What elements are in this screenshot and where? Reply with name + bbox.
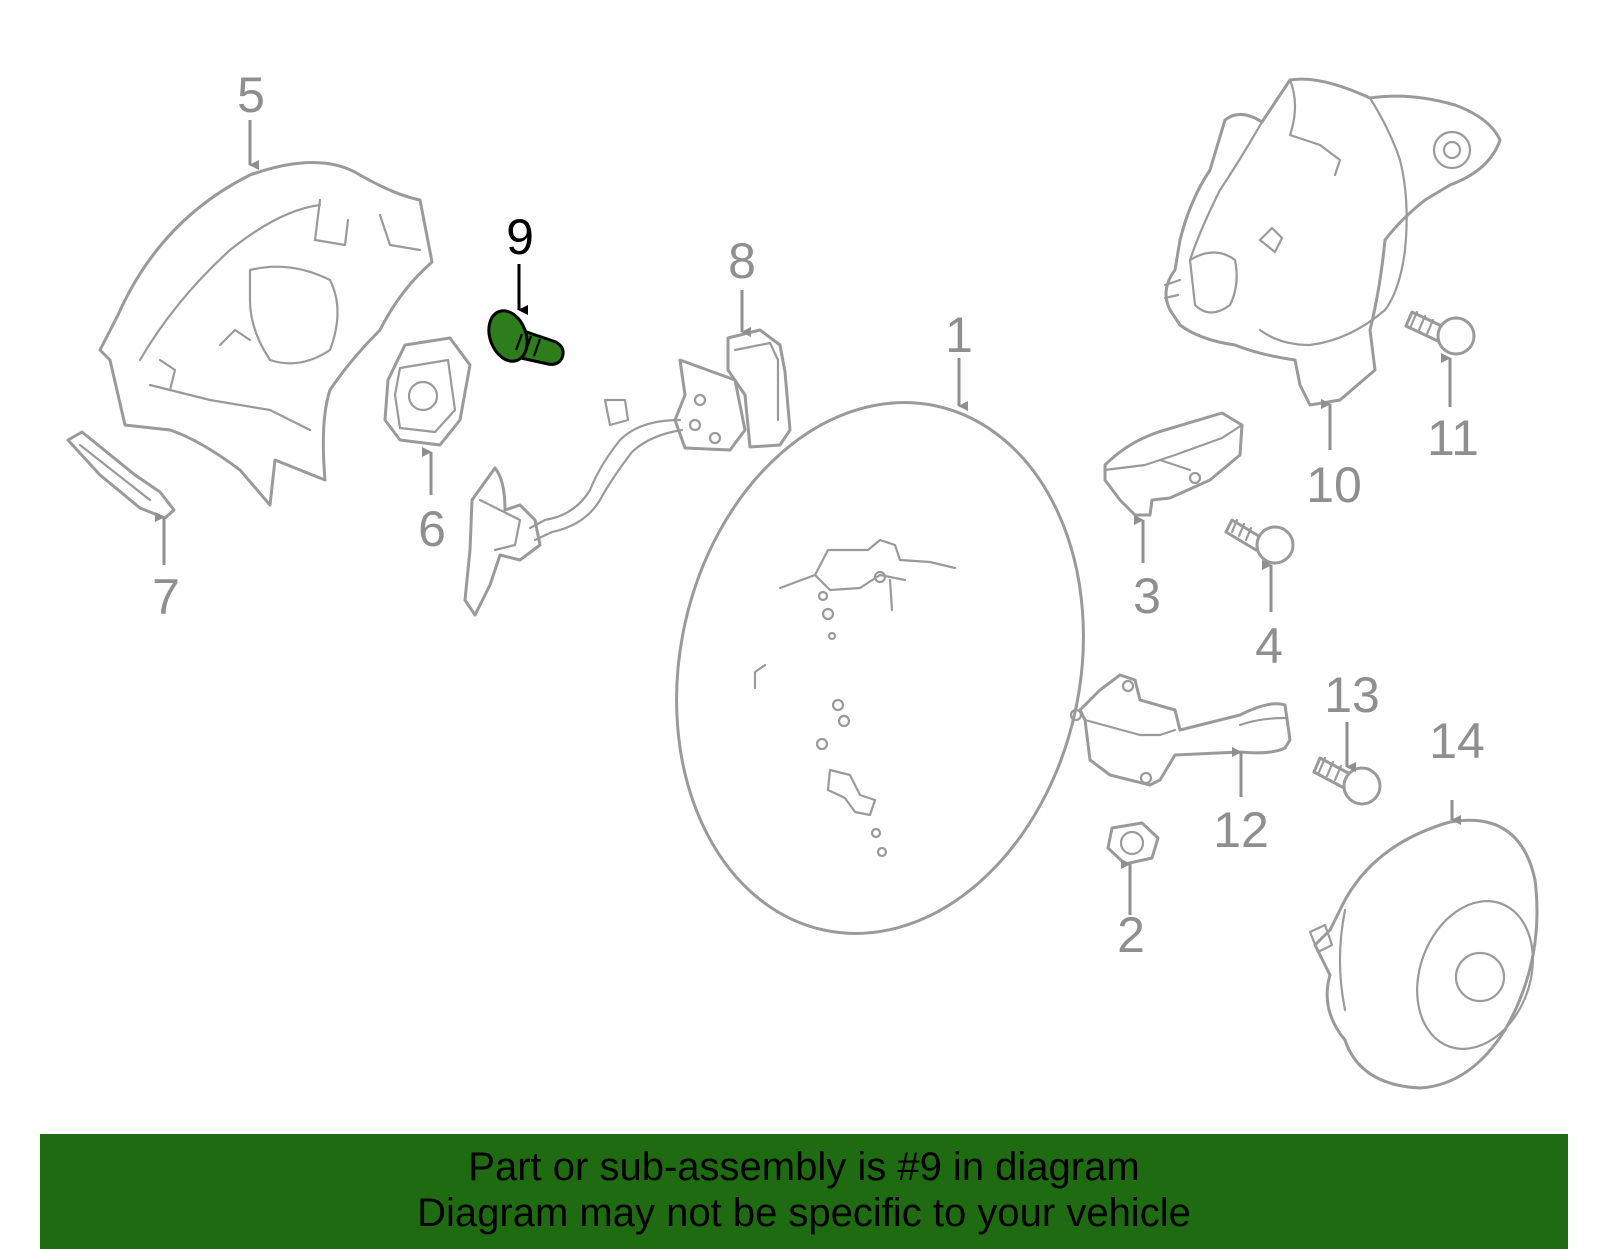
- part-10-lower-cover: [1163, 77, 1502, 407]
- part-12-combination-switch: [1069, 673, 1292, 787]
- callout-2: 2: [1117, 907, 1145, 963]
- callout-4: 4: [1255, 618, 1283, 674]
- part-4-screw: [1224, 518, 1295, 565]
- part-5-column-cover: [98, 161, 434, 507]
- callout-8: 8: [728, 233, 756, 289]
- part-1-steering-wheel: [675, 401, 1085, 935]
- callout-6: 6: [418, 501, 446, 557]
- callout-9: 9: [506, 209, 534, 265]
- part-14-clock-spring: [1308, 818, 1539, 1090]
- callout-11: 11: [1427, 410, 1479, 466]
- callout-14: 14: [1429, 713, 1485, 769]
- part-11-screw: [1404, 310, 1476, 356]
- part-7-trim-strip: [66, 430, 176, 520]
- part-3-switch-bracket: [1103, 411, 1244, 517]
- part-9-bolt: [487, 309, 565, 366]
- callout-13: 13: [1324, 667, 1380, 723]
- callout-7: 7: [152, 569, 180, 625]
- part-8-bracket-harness: [463, 328, 792, 617]
- part-6-trim-cover: [383, 336, 472, 447]
- callout-3: 3: [1133, 568, 1161, 624]
- part-13-screw: [1312, 756, 1382, 806]
- callout-10: 10: [1306, 457, 1362, 513]
- banner-line-disclaimer: Diagram may not be specific to your vehi…: [417, 1191, 1191, 1235]
- callout-12: 12: [1213, 802, 1269, 858]
- banner-line-part-info: Part or sub-assembly is #9 in diagram: [468, 1145, 1140, 1189]
- callout-5: 5: [237, 67, 265, 123]
- callout-1: 1: [945, 307, 973, 363]
- part-2-nut: [1106, 821, 1160, 866]
- info-banner: Part or sub-assembly is #9 in diagram Di…: [40, 1134, 1568, 1249]
